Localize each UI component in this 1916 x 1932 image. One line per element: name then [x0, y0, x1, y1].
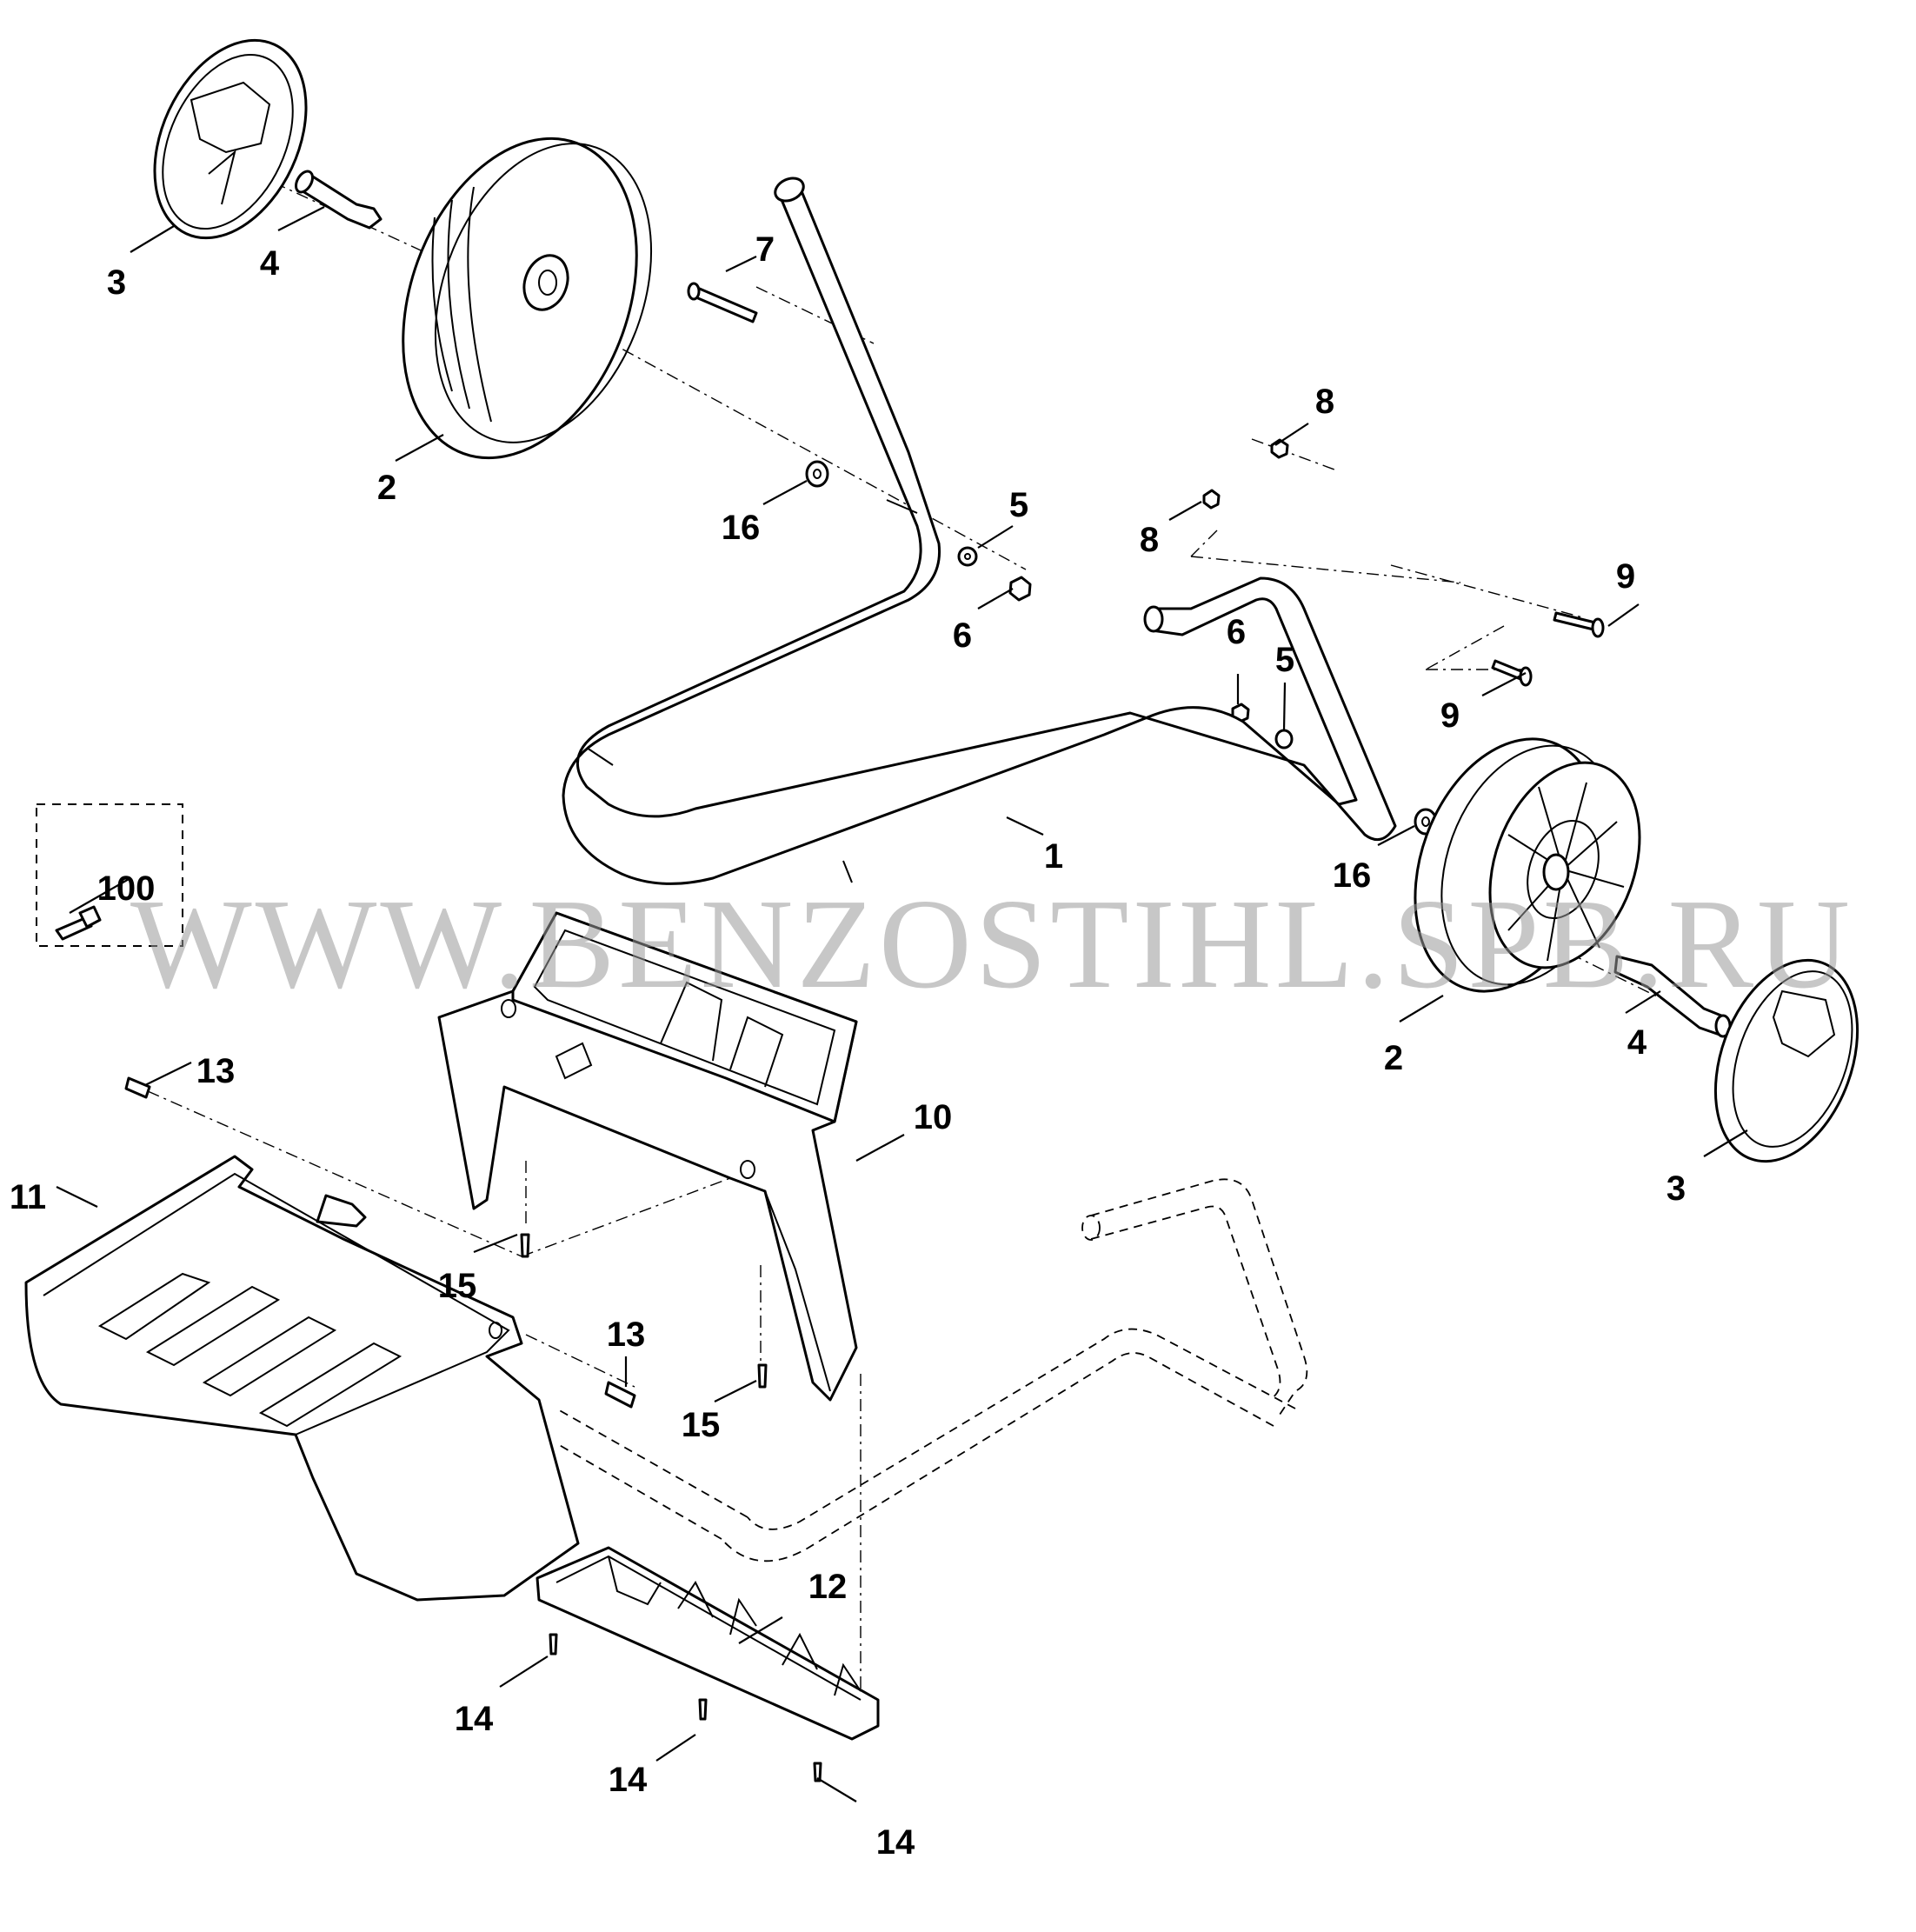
callout-16: 16: [722, 509, 761, 547]
callout-12: 12: [808, 1568, 848, 1606]
fasteners-upper: [687, 282, 1605, 836]
callout-15: 15: [682, 1406, 721, 1444]
callout-6: 6: [953, 616, 972, 655]
callout-10: 10: [914, 1098, 953, 1136]
callout-8: 8: [1140, 521, 1159, 559]
fasteners-lower: [124, 1076, 822, 1782]
callout-14: 14: [455, 1700, 494, 1738]
callout-9: 9: [1616, 557, 1635, 596]
leader-lines: [56, 206, 1748, 1802]
callout-11: 11: [10, 1178, 46, 1216]
support-bracket: [536, 1546, 880, 1741]
callout-14: 14: [876, 1823, 915, 1862]
ghost-frame: [556, 1178, 1308, 1562]
callout-2: 2: [1384, 1039, 1403, 1077]
callout-2: 2: [377, 469, 396, 507]
callout-1: 1: [1044, 837, 1063, 876]
callout-4: 4: [260, 244, 280, 283]
callout-4: 4: [1627, 1023, 1647, 1062]
callout-5: 5: [1009, 486, 1028, 524]
callout-3: 3: [1667, 1169, 1686, 1208]
kit-box: [36, 803, 183, 947]
axle-pin-left: [295, 170, 383, 230]
wheel-cap-right: [1713, 958, 1859, 1163]
callout-6: 6: [1227, 613, 1246, 651]
hopper: [437, 911, 858, 1402]
wheel-left: [402, 137, 653, 460]
callout-7: 7: [755, 230, 775, 269]
callout-13: 13: [196, 1052, 236, 1090]
callout-16: 16: [1333, 856, 1372, 895]
callout-13: 13: [607, 1316, 646, 1354]
watermark: WWW.BENZOSTIHL.SPB.RU: [130, 873, 1853, 1016]
wheel-right: [1414, 737, 1641, 993]
chute: [24, 1155, 580, 1602]
callout-14: 14: [609, 1761, 648, 1799]
callout-5: 5: [1275, 641, 1294, 679]
callout-9: 9: [1440, 696, 1460, 735]
callout-labels: 3 4 7 2 16 5 6 8 8 9 9 6 5 1 16 2 4 3 10…: [10, 230, 1686, 1862]
callout-100: 100: [97, 869, 156, 908]
wheel-cap-left: [153, 38, 308, 240]
axle-pin-right: [1613, 955, 1732, 1038]
callout-15: 15: [438, 1267, 477, 1305]
callout-8: 8: [1315, 383, 1334, 421]
main-frame: [562, 177, 1397, 885]
callout-3: 3: [107, 263, 126, 302]
